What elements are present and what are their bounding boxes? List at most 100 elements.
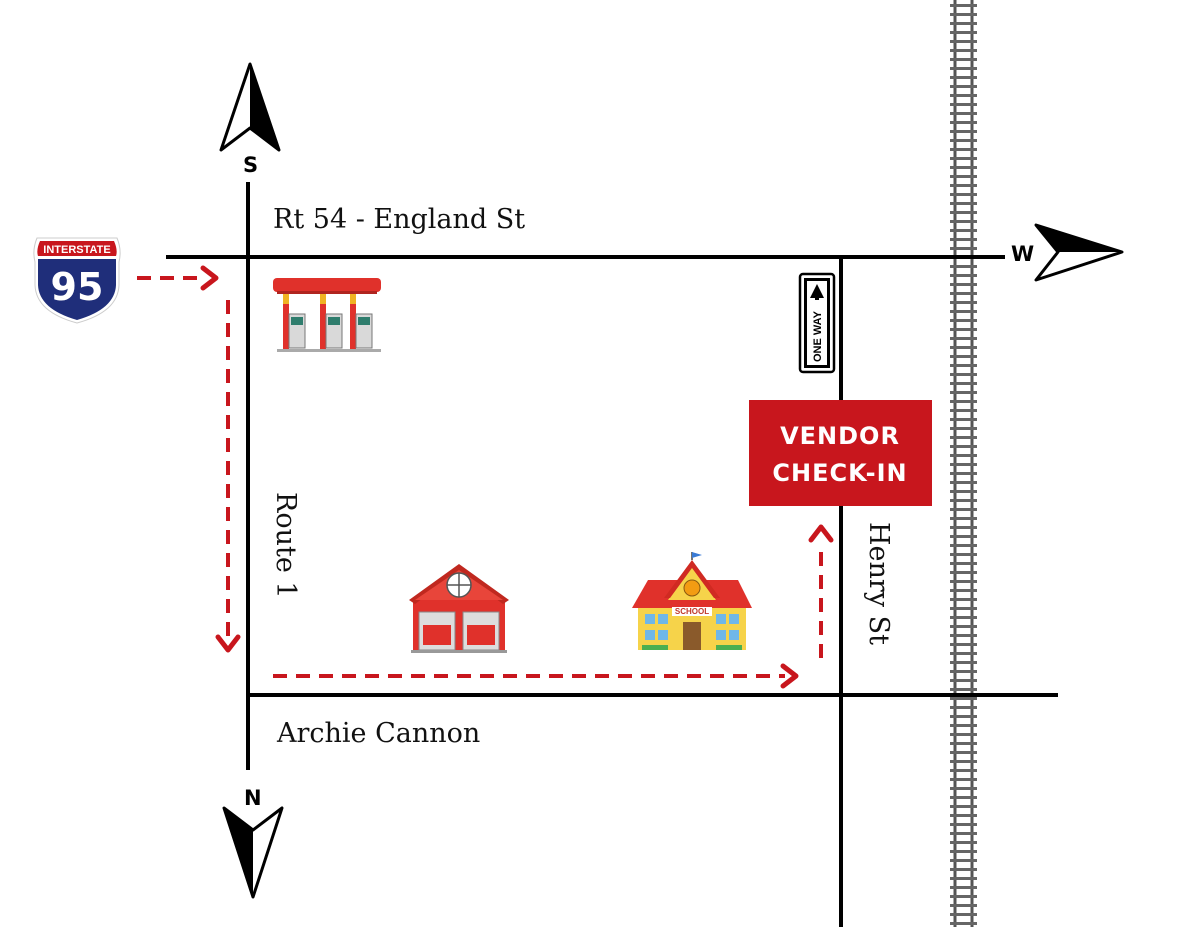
railroad-tie	[950, 769, 977, 772]
railroad-tie	[950, 724, 977, 727]
road-label-south: Archie Cannon	[276, 718, 480, 749]
railroad-tie	[950, 751, 977, 754]
railroad-tie	[950, 202, 977, 205]
railroad-tie	[950, 283, 977, 286]
road-label-west: Route 1	[270, 492, 301, 599]
interstate-header: INTERSTATE	[43, 244, 110, 256]
interstate-number: 95	[51, 265, 104, 309]
railroad-tie	[950, 706, 977, 709]
railroad-tie	[950, 58, 977, 61]
railroad-track	[950, 0, 977, 927]
railroad-tie	[950, 238, 977, 241]
railroad-tie	[950, 445, 977, 448]
railroad-tie	[950, 535, 977, 538]
railroad-tie	[950, 877, 977, 880]
compass-bottom-arrow-icon	[222, 806, 284, 899]
railroad-tie	[950, 337, 977, 340]
railroad-tie	[950, 778, 977, 781]
railroad-tie	[950, 166, 977, 169]
railroad-tie	[950, 841, 977, 844]
railroad-tie	[950, 490, 977, 493]
railroad-tie	[950, 832, 977, 835]
railroad-tie	[950, 418, 977, 421]
railroad-tie	[950, 148, 977, 151]
railroad-tie	[950, 454, 977, 457]
railroad-tie	[950, 220, 977, 223]
railroad-tie	[950, 670, 977, 673]
railroad-tie	[950, 94, 977, 97]
railroad-tie	[950, 913, 977, 916]
one-way-sign-icon: ONE WAY	[798, 272, 836, 374]
railroad-tie	[950, 76, 977, 79]
railroad-tie	[950, 922, 977, 925]
railroad-tie	[950, 850, 977, 853]
railroad-tie	[950, 193, 977, 196]
railroad-tie	[950, 436, 977, 439]
railroad-tie	[950, 823, 977, 826]
railroad-tie	[950, 355, 977, 358]
railroad-tie	[950, 67, 977, 70]
railroad-tie	[950, 562, 977, 565]
railroad-tie	[950, 85, 977, 88]
railroad-tie	[950, 904, 977, 907]
railroad-tie	[950, 157, 977, 160]
railroad-tie	[950, 796, 977, 799]
railroad-tie	[950, 382, 977, 385]
road-label-north: Rt 54 - England St	[273, 204, 525, 235]
railroad-tie	[950, 400, 977, 403]
railroad-tie	[950, 868, 977, 871]
railroad-tie	[950, 859, 977, 862]
railroad-tie	[950, 544, 977, 547]
railroad-tie	[950, 598, 977, 601]
railroad-tie	[950, 103, 977, 106]
railroad-tie	[950, 292, 977, 295]
railroad-tie	[950, 175, 977, 178]
fire-station-icon	[409, 564, 509, 653]
arrowhead-east-icon	[780, 663, 799, 689]
vendor-check-in-box: VENDOR CHECK-IN	[749, 400, 932, 506]
railroad-tie	[950, 661, 977, 664]
railroad-tie	[950, 112, 977, 115]
compass-right-arrow-icon	[1034, 223, 1124, 282]
railroad-tie	[950, 589, 977, 592]
gas-station-icon	[273, 278, 381, 352]
interstate-shield-icon: INTERSTATE 95	[33, 237, 121, 324]
railroad-tie	[950, 301, 977, 304]
railroad-tie	[950, 427, 977, 430]
school-icon: SCHOOL	[632, 552, 752, 650]
railroad-tie	[950, 211, 977, 214]
railroad-tie	[950, 184, 977, 187]
railroad-tie	[950, 895, 977, 898]
railroad-tie	[950, 472, 977, 475]
railroad-tie	[950, 265, 977, 268]
railroad-tie	[950, 508, 977, 511]
compass-top-label: S	[243, 153, 258, 177]
railroad-tie	[950, 130, 977, 133]
railroad-tie	[950, 805, 977, 808]
railroad-tie	[950, 49, 977, 52]
railroad-tie	[950, 571, 977, 574]
compass-bottom-label: N	[244, 786, 262, 810]
vendor-line-1: VENDOR	[780, 422, 900, 450]
railroad-tie	[950, 733, 977, 736]
school-sign: SCHOOL	[675, 607, 709, 616]
railroad-tie	[950, 715, 977, 718]
railroad-tie	[950, 643, 977, 646]
compass-right-label: W	[1011, 242, 1034, 266]
railroad-tie	[950, 679, 977, 682]
railroad-tie	[950, 499, 977, 502]
railroad-tie	[950, 616, 977, 619]
railroad-tie	[950, 229, 977, 232]
railroad-tie	[950, 634, 977, 637]
railroad-tie	[950, 787, 977, 790]
railroad-tie	[950, 346, 977, 349]
railroad-tie	[950, 625, 977, 628]
railroad-tie	[950, 328, 977, 331]
railroad-tie	[950, 886, 977, 889]
vendor-line-2: CHECK-IN	[772, 459, 907, 487]
roads	[166, 182, 1058, 927]
railroad-tie	[950, 463, 977, 466]
railroad-tie	[950, 121, 977, 124]
arrowhead-up-icon	[808, 524, 834, 543]
